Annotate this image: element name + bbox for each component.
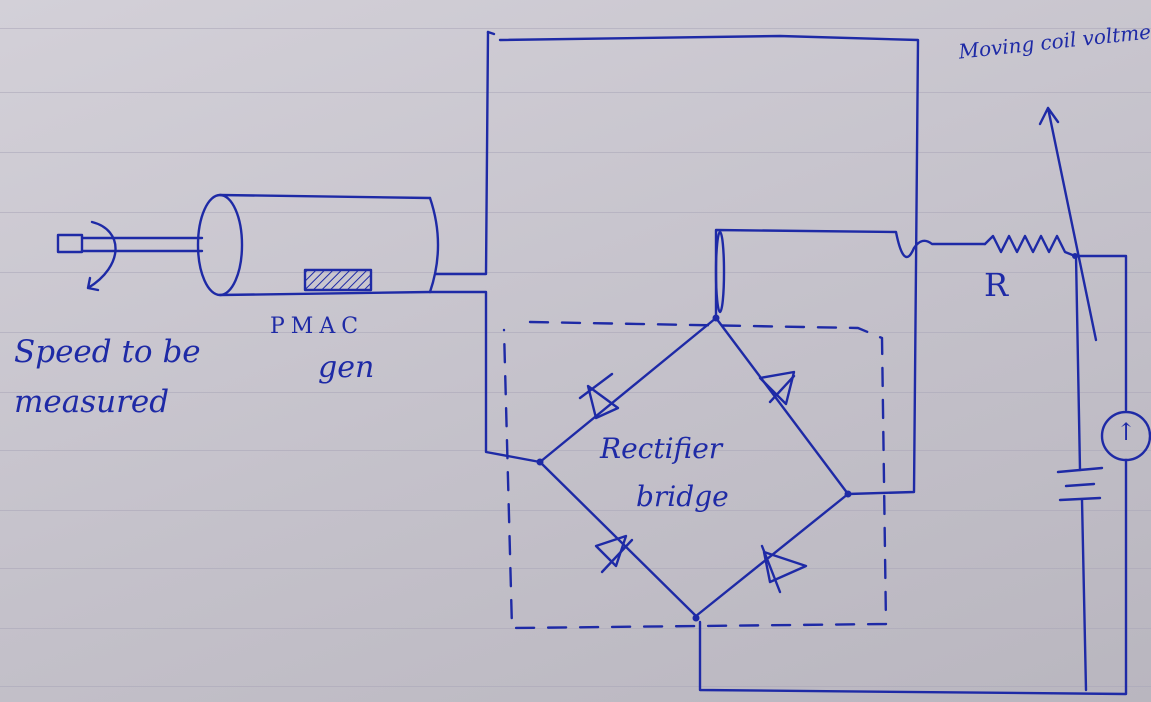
generator-leads xyxy=(428,30,542,464)
wire-crossing xyxy=(714,230,726,314)
bridge-label-line2: bridge xyxy=(636,480,729,513)
battery-icon xyxy=(1056,254,1104,692)
ruled-line xyxy=(0,392,1151,393)
meter-symbol-icon: ↑ xyxy=(1116,418,1137,446)
speed-label-line1: Speed to be xyxy=(14,334,201,370)
resistor xyxy=(983,234,1077,258)
ruled-line xyxy=(0,212,1151,213)
diode xyxy=(578,372,620,420)
junction-dots xyxy=(536,253,1078,622)
ruled-line xyxy=(0,28,1151,29)
bridge-top-wire xyxy=(714,228,987,320)
voltmeter-arrow-icon xyxy=(1038,106,1098,342)
pmac-generator xyxy=(196,193,440,297)
speed-label-line2: measured xyxy=(14,384,170,420)
ruled-line xyxy=(0,510,1151,511)
generator-label-line1: PMAC xyxy=(270,314,365,339)
rotation-arrow-icon xyxy=(86,220,117,292)
ruled-line xyxy=(0,568,1151,569)
ruled-line xyxy=(0,272,1151,273)
ruled-line xyxy=(0,152,1151,153)
ruled-line xyxy=(0,686,1151,687)
shaft xyxy=(56,233,204,254)
top-wire xyxy=(498,34,920,496)
right-loop-wire-lower xyxy=(698,458,1128,696)
ruled-line xyxy=(0,92,1151,93)
ruled-line xyxy=(0,332,1151,333)
resistor-label: R xyxy=(984,266,1009,304)
ruled-line xyxy=(0,628,1151,629)
right-loop-wire xyxy=(1073,254,1128,412)
ruled-line xyxy=(0,450,1151,451)
bridge-label-line1: Rectifier xyxy=(600,432,723,465)
diode xyxy=(760,544,808,594)
diode xyxy=(758,370,796,406)
diode xyxy=(594,534,634,574)
rectifier-bridge xyxy=(538,316,850,618)
bridge-enclosure xyxy=(502,320,888,630)
generator-label-line2: gen xyxy=(318,350,375,385)
